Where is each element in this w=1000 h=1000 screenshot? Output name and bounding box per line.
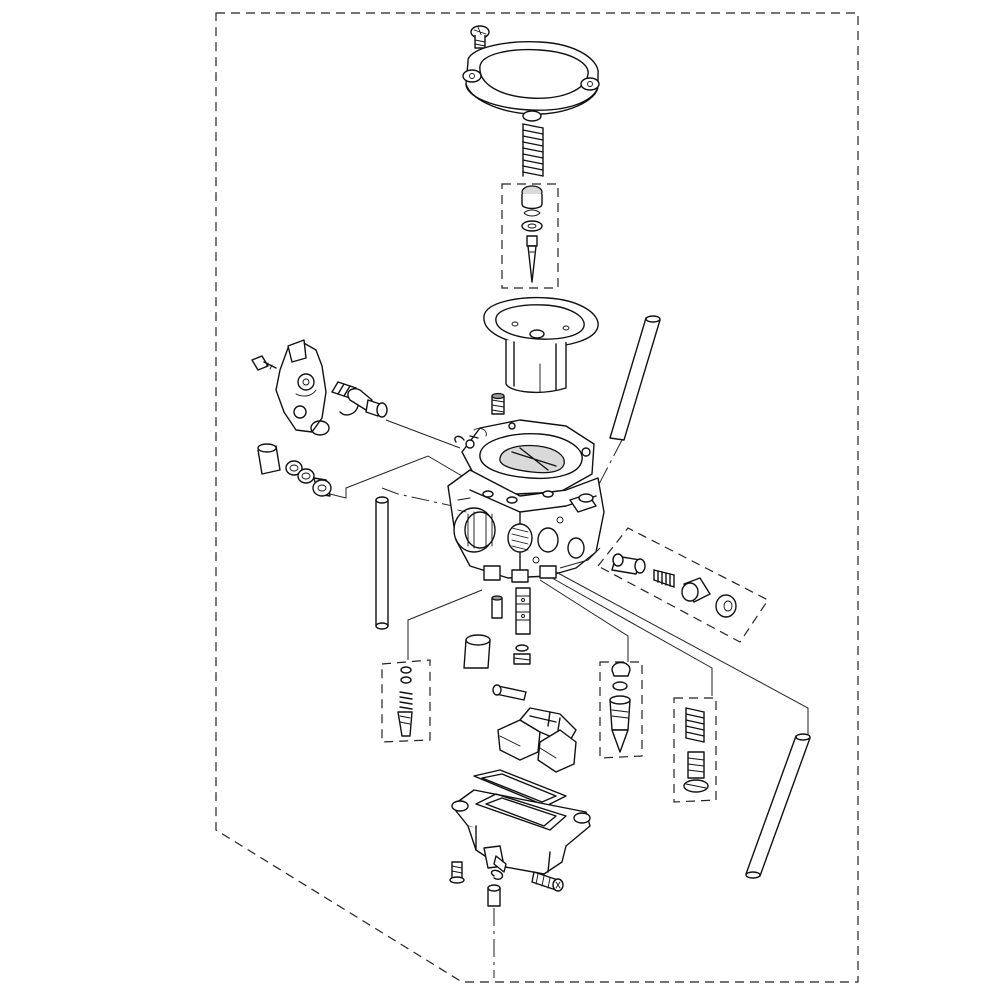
float[interactable] (497, 707, 577, 773)
drain-screw[interactable] (531, 871, 564, 892)
float-valve-box (599, 661, 643, 759)
diaphragm-cover[interactable] (462, 41, 600, 122)
vent-tube-left[interactable] (375, 496, 389, 630)
float-pin[interactable] (492, 684, 527, 701)
slow-jet-leader (407, 589, 483, 660)
carburetor-body[interactable] (447, 419, 605, 583)
throttle-stop-screw-clips (454, 427, 487, 443)
assembly-boundary (215, 12, 859, 983)
float-valve-set[interactable] (609, 661, 631, 753)
vent-tube-left-leader (381, 487, 463, 509)
bowl-screw-clip (490, 869, 504, 881)
starter-box (597, 527, 769, 643)
needle-holder-assembly[interactable] (521, 185, 543, 283)
slow-jet-box (381, 659, 431, 743)
float-bowl[interactable] (451, 789, 591, 875)
pump-cover-screw[interactable] (251, 355, 277, 371)
needle-assembly-box (501, 183, 559, 289)
starter-plunger-assembly[interactable] (611, 553, 737, 618)
slow-jet[interactable] (397, 666, 413, 737)
float-bowl-gasket[interactable] (473, 769, 567, 807)
main-jet[interactable] (463, 634, 531, 669)
drain-screw-set-box (673, 697, 717, 803)
pilot-screw-set[interactable] (257, 443, 332, 497)
pump-rod[interactable] (339, 388, 388, 418)
pump-leader (385, 419, 461, 449)
drain-screw-set[interactable] (683, 707, 709, 793)
throttle-stop-screw[interactable] (491, 392, 505, 415)
vent-tube-upper[interactable] (609, 315, 661, 441)
main-jet-holder[interactable] (515, 587, 531, 635)
vacuum-piston-diaphragm[interactable] (483, 296, 599, 393)
vent-tube-upper-leader (597, 439, 623, 487)
vent-tube-bottom[interactable] (487, 884, 501, 907)
piston-spring[interactable] (522, 123, 544, 177)
pump-spring[interactable] (331, 381, 357, 399)
vent-tube-right-leader (555, 571, 809, 740)
bowl-screw[interactable] (449, 861, 465, 884)
needle-jet[interactable] (491, 595, 503, 619)
pilot-screw-leader (329, 455, 463, 499)
vent-tube-right[interactable] (745, 733, 811, 879)
drain-leader (551, 577, 713, 696)
accelerator-pump-cover[interactable] (275, 339, 327, 433)
starter-leader (559, 547, 601, 569)
needle-jet-leader (539, 579, 629, 662)
pump-o-ring[interactable] (310, 420, 330, 436)
